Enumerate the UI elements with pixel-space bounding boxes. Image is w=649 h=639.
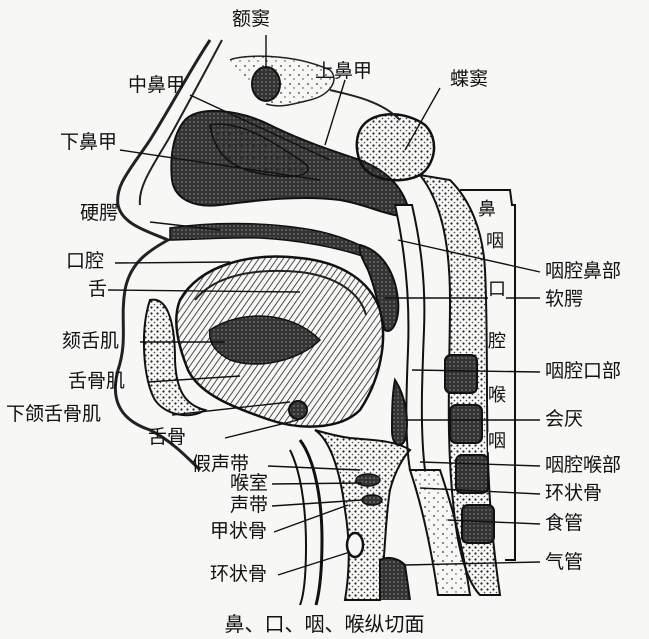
label-esophagus: 食管: [545, 514, 583, 533]
label-nasopharynx: 咽腔鼻部: [545, 262, 621, 281]
label-hyoglossus: 舌骨肌: [68, 372, 125, 391]
label-cricoid-left: 环状骨: [210, 565, 267, 584]
label-oral-cavity: 口腔: [66, 252, 104, 271]
label-soft-palate: 软腭: [545, 290, 583, 309]
sphenoid-sinus-shape: [357, 114, 434, 180]
vertebra: [450, 405, 482, 443]
region-label-pharynx-2: 咽: [488, 432, 506, 452]
leader-hyoid: [225, 420, 298, 438]
vertebra: [445, 355, 477, 393]
leader-ventricle: [272, 483, 362, 484]
label-epiglottis: 会厌: [545, 410, 583, 429]
label-inferior-turbinate: 下鼻甲: [60, 133, 117, 152]
region-label-mouth: 口: [488, 280, 506, 300]
epiglottis-shape: [392, 380, 407, 445]
label-cricoid-right: 环状骨: [545, 484, 602, 503]
label-middle-turbinate: 中鼻甲: [128, 76, 185, 95]
trachea-shape: [380, 558, 410, 600]
label-trachea: 气管: [545, 553, 583, 572]
label-oropharynx: 咽腔口部: [545, 362, 621, 381]
leader-cricoid-left: [278, 552, 350, 575]
region-label-larynx: 喉: [488, 386, 506, 406]
region-label-nose: 鼻: [478, 200, 496, 220]
thyroid-shape: [300, 440, 322, 605]
leader-oropharynx: [412, 370, 540, 372]
vocal-fold: [362, 495, 382, 505]
figure-caption: 鼻、口、咽、喉纵切面: [0, 608, 649, 637]
leader-thyroid: [274, 505, 348, 532]
label-thyroid-cartilage: 甲状骨: [210, 522, 267, 541]
label-hard-palate: 硬腭: [80, 204, 118, 223]
label-genioglossus: 颏舌肌: [62, 332, 119, 351]
label-frontal-sinus: 额窦: [232, 10, 270, 29]
label-tongue: 舌: [88, 280, 107, 299]
region-label-cavity: 腔: [488, 332, 506, 352]
hyoid-shape: [289, 401, 307, 419]
cricoid-shape: [347, 533, 363, 557]
leader-oral-cavity: [115, 262, 230, 263]
label-laryngopharynx: 咽腔喉部: [545, 456, 621, 475]
label-superior-turbinate: 上鼻甲: [315, 62, 372, 81]
vertebra: [456, 455, 488, 493]
label-sphenoid-sinus: 蝶窦: [450, 70, 488, 89]
label-hyoid: 舌骨: [148, 428, 186, 447]
label-mylohyoid: 下颌舌骨肌: [6, 405, 101, 424]
vocal-fold: [356, 474, 380, 486]
region-label-pharynx-1: 咽: [486, 232, 504, 252]
vertebra: [462, 505, 494, 543]
hard-palate-shape: [170, 224, 370, 259]
label-laryngeal-ventricle: 喉室: [230, 474, 268, 493]
label-vocal-cord: 声带: [230, 496, 268, 515]
